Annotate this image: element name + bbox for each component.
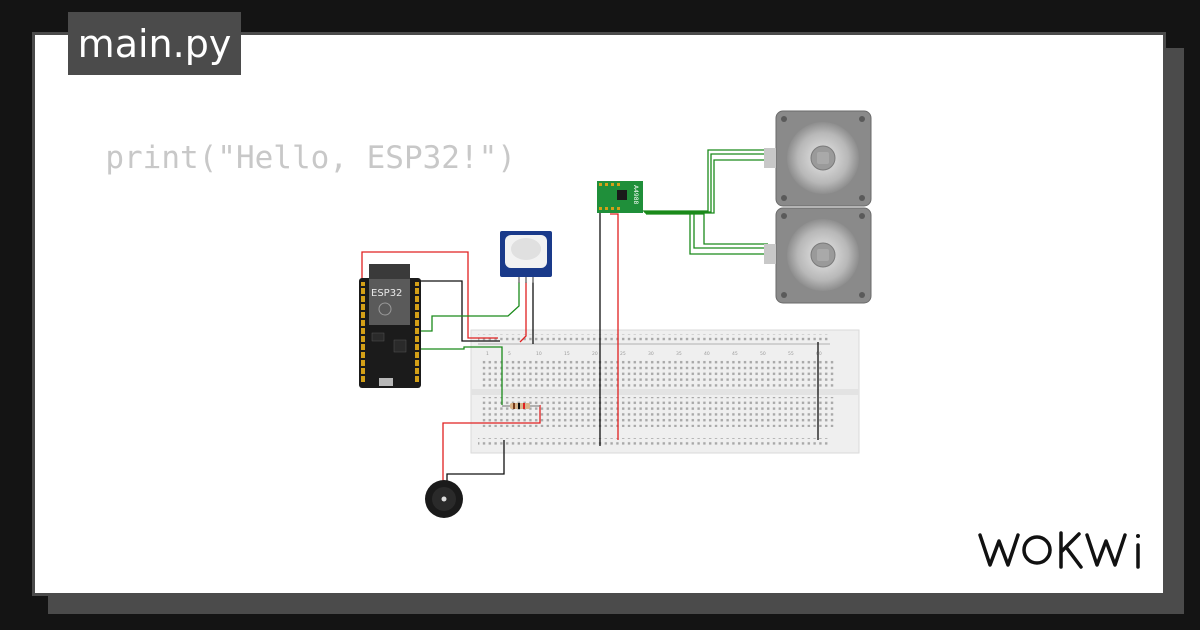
breadboard[interactable]: 1 5 10 15 20 25 30 35 40 45 50 55 60	[470, 329, 860, 454]
col-label-15: 15	[564, 351, 570, 357]
wire-black-esp32[interactable]	[418, 280, 500, 342]
wire-motor1-a[interactable]	[642, 149, 768, 212]
col-label-10: 10	[536, 351, 542, 357]
wire-motor2-b[interactable]	[645, 212, 768, 249]
file-tab[interactable]: main.py	[68, 12, 241, 75]
file-tab-label: main.py	[77, 21, 232, 66]
col-label-5: 5	[508, 351, 511, 357]
col-label-25: 25	[620, 351, 626, 357]
col-label-55: 55	[788, 351, 794, 357]
stepper-motor-1[interactable]	[764, 110, 872, 207]
esp32-board[interactable]: ESP32	[359, 264, 421, 388]
col-label-20: 20	[592, 351, 598, 357]
resistor[interactable]	[502, 403, 540, 409]
driver-label: A4988	[632, 185, 639, 205]
wires	[361, 149, 819, 484]
wire-motor1-c[interactable]	[646, 159, 768, 214]
a4988-driver[interactable]: A4988	[597, 181, 643, 213]
wire-black-buzzer[interactable]	[446, 440, 505, 484]
esp32-label: ESP32	[371, 288, 402, 299]
wokwi-logo[interactable]	[975, 525, 1150, 575]
col-label-45: 45	[732, 351, 738, 357]
col-label-40: 40	[704, 351, 710, 357]
wire-red-esp32[interactable]	[361, 251, 498, 339]
col-label-30: 30	[648, 351, 654, 357]
esp32-pins	[361, 282, 419, 382]
usb-port[interactable]	[379, 378, 393, 386]
wire-motor2-a[interactable]	[644, 211, 768, 255]
wire-motor2-c[interactable]	[646, 213, 768, 245]
col-label-1: 1	[486, 351, 489, 357]
col-label-35: 35	[676, 351, 682, 357]
wire-green-pir-out[interactable]	[420, 282, 520, 332]
wire-red-pir[interactable]	[519, 282, 527, 343]
stepper-motor-2[interactable]	[764, 207, 872, 304]
buzzer[interactable]	[425, 480, 463, 518]
col-label-60: 60	[816, 351, 822, 357]
preview-card	[32, 32, 1166, 596]
pir-sensor[interactable]	[500, 231, 552, 283]
breadboard-labels: 1 5 10 15 20 25 30 35 40 45 50 55 60	[486, 351, 822, 357]
wire-motor1-b[interactable]	[644, 153, 768, 213]
code-line: print("Hello, ESP32!")	[105, 140, 516, 176]
code-editor[interactable]: print("Hello, ESP32!")	[68, 104, 516, 176]
wire-red-buzzer[interactable]	[442, 405, 541, 484]
wire-green-buzzer[interactable]	[420, 346, 503, 405]
chip-logo-icon	[378, 302, 392, 316]
wire-red-driver[interactable]	[610, 213, 619, 440]
col-label-50: 50	[760, 351, 766, 357]
